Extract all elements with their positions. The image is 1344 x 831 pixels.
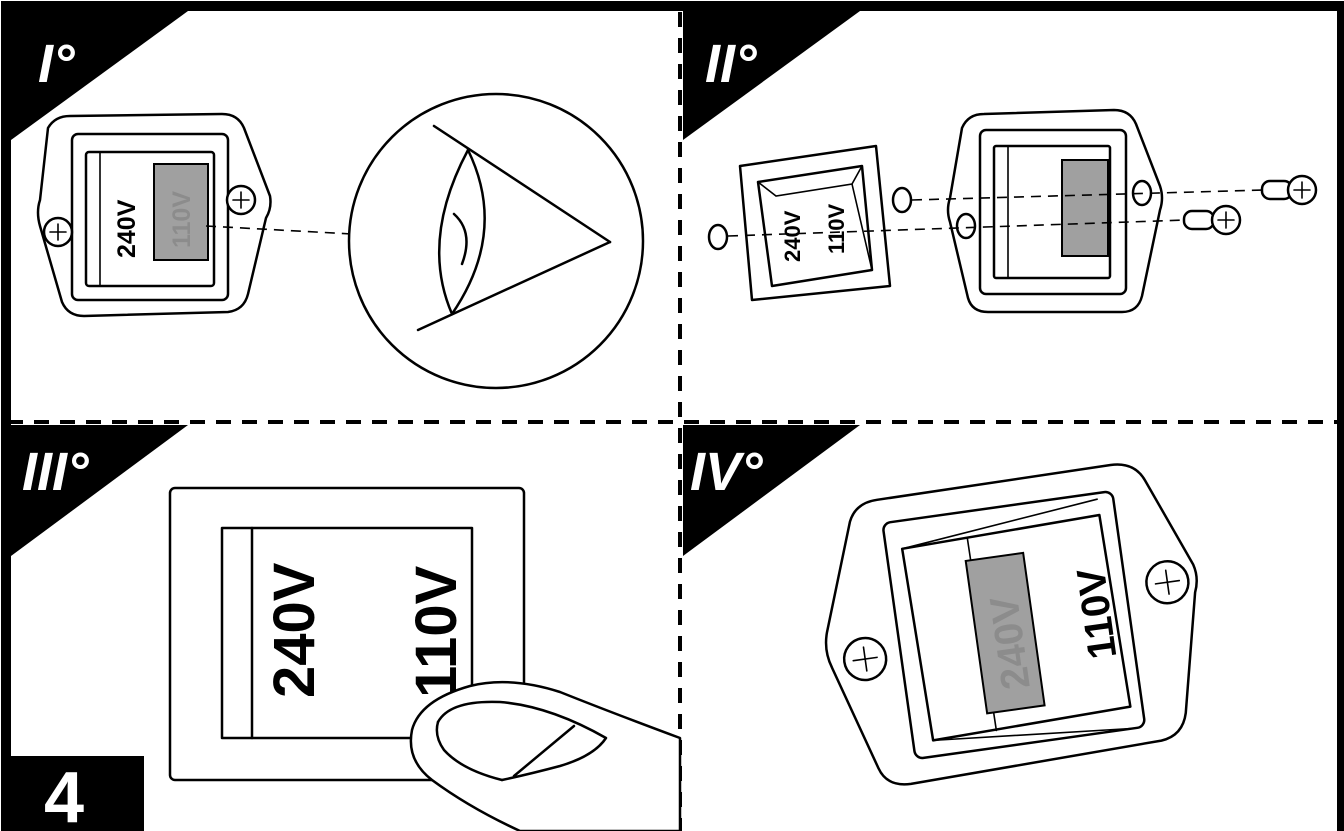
voltage-indicator-window [1061, 159, 1109, 257]
alignment-line-upper [911, 189, 1265, 201]
screw-upper-icon [1260, 174, 1318, 206]
screw-left-icon [842, 636, 888, 682]
voltage-label-low: 110V [824, 204, 849, 254]
step-corner-badge [683, 425, 860, 556]
rocker-bevel [757, 165, 863, 197]
switch-rocker [756, 164, 874, 288]
eye-inspection-icon [347, 92, 645, 390]
rocker-bevel-bottom [932, 727, 1135, 742]
voltage-indicator-window [153, 163, 209, 261]
screw-hole-left [955, 212, 977, 240]
removed-switch: 240V 110V [738, 144, 892, 302]
step-label: IV° [690, 442, 763, 502]
step-label: I° [38, 34, 75, 94]
voltage-label-low: 110V [168, 191, 196, 248]
step-label: II° [705, 34, 757, 94]
finger-press-icon [409, 680, 682, 831]
step-corner-badge [11, 11, 188, 140]
voltage-label-low: 110V [404, 565, 469, 698]
hole-marker-left [707, 223, 729, 251]
switch-assembly: 240V 110V [36, 112, 272, 318]
voltage-label-high: 240V [780, 210, 805, 262]
step-label: III° [22, 442, 89, 502]
alignment-line-lower [727, 219, 1187, 237]
panel-2: II° 240V 110V [683, 11, 1318, 314]
screw-lower-icon [1182, 204, 1242, 236]
screw-right-icon [1145, 559, 1190, 605]
screw-left-icon [42, 216, 74, 248]
empty-mounting-plate [946, 108, 1164, 314]
voltage-label-high: 240V [113, 199, 141, 258]
voltage-label-high: 240V [262, 562, 327, 698]
step-corner-badge [683, 11, 860, 140]
hole-marker-mid [891, 186, 913, 214]
step-corner-badge [11, 425, 188, 556]
screw-right-icon [225, 184, 257, 216]
figure-number: 4 [44, 758, 84, 831]
panel-1: I° 240V 110V [11, 11, 645, 390]
figure-number-badge [11, 756, 144, 831]
panel-3: III° 240V 110V 4 [11, 425, 682, 831]
rocker-bevel-top [901, 498, 1098, 550]
sight-line [205, 225, 353, 235]
rocker-edge [851, 183, 873, 271]
panel-4: IV° 240V 110V [683, 425, 1198, 786]
voltage-indicator-window [964, 551, 1046, 715]
